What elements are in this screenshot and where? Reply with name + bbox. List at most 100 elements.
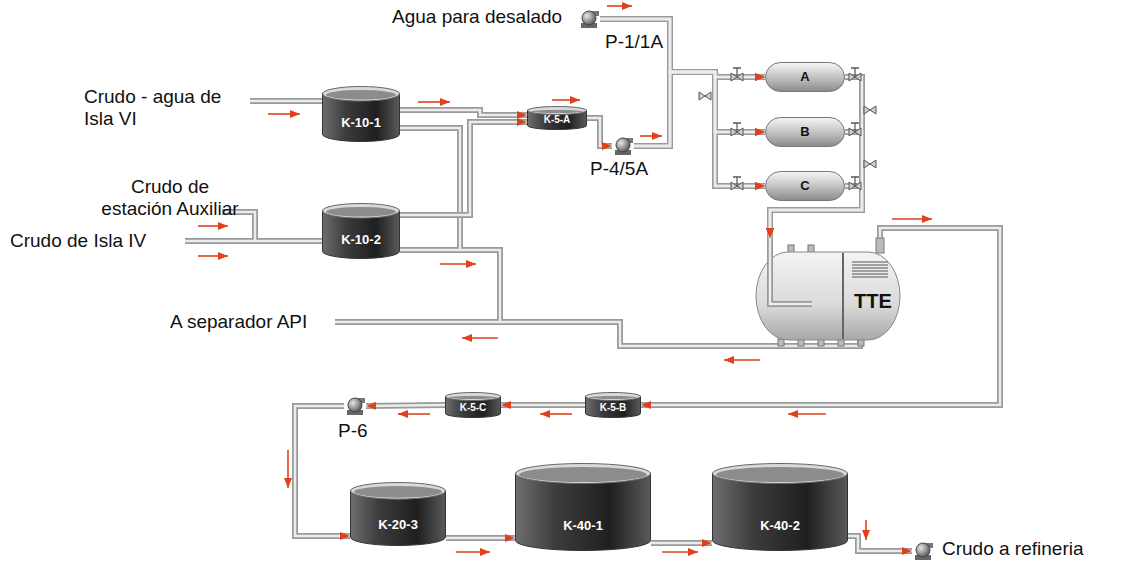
stream-label: A separador API [170, 311, 307, 333]
pump-casing [582, 11, 596, 25]
pipe-inner [634, 72, 765, 146]
pump-casing [348, 398, 362, 412]
flow-arrowhead [770, 77, 862, 238]
flow-arrowhead [600, 19, 765, 132]
flow-arrowhead [366, 405, 445, 406]
flow-arrowhead [600, 19, 765, 77]
tank-roof-inner [589, 396, 637, 399]
equipment-tag: K-10-1 [341, 116, 381, 131]
equipment-tag: C [800, 179, 809, 194]
shape-outline [344, 396, 366, 416]
pump-label: P-1/1A [605, 31, 663, 53]
process-pipe [651, 540, 712, 546]
storage-tank: K-40-1 [515, 463, 651, 551]
storage-tank: K-40-2 [712, 463, 848, 551]
pipe-inner [651, 542, 712, 545]
pipe-outlines [295, 19, 1000, 551]
process-pipe [848, 536, 912, 551]
process-pipe [400, 122, 527, 215]
valve-symbol [731, 123, 743, 136]
valve-symbol [849, 123, 861, 136]
flow-arrowhead [651, 543, 712, 544]
pump-label: Crudo a refineria [942, 538, 1084, 560]
shape-outline [515, 463, 651, 551]
treater-vessel: TTE [748, 238, 908, 352]
shape-outline [912, 541, 934, 561]
vessel-body [766, 118, 845, 147]
process-pipe [366, 405, 445, 406]
treater-drawing [756, 238, 900, 346]
pump: P-1/1A [578, 9, 600, 29]
process-pipe [770, 77, 862, 238]
equipment-tag: K-5-C [460, 402, 487, 414]
tank-roof [586, 393, 641, 401]
pump: Crudo a refineria [912, 541, 934, 561]
tank-roof-inner [326, 207, 396, 217]
flow-heads [295, 19, 1000, 551]
tank-roof [323, 204, 400, 219]
pipe-inner [366, 405, 445, 406]
flow-arrowhead [641, 228, 1000, 405]
pump-label: P-6 [338, 420, 368, 442]
pipe-inners [295, 19, 1000, 551]
process-pipe [641, 228, 1000, 405]
pipe-inner [600, 19, 765, 132]
desalter-vessel: B [765, 117, 845, 147]
shape-outline [578, 9, 600, 29]
flow-arrowhead [848, 536, 912, 551]
process-pipe [600, 19, 765, 132]
tank-roof-inner [326, 90, 396, 100]
process-pipe [501, 402, 585, 408]
tank-roof [446, 393, 501, 401]
flow-arrowhead [501, 405, 585, 406]
storage-tank: K-10-2 [322, 203, 400, 259]
storage-tank: K-5-A [527, 106, 587, 130]
tank-roof-inner [449, 396, 497, 399]
tank-roof-inner [531, 110, 583, 113]
shape-outline [322, 86, 400, 142]
process-pipe [446, 535, 515, 541]
pipe-inner [770, 77, 862, 238]
desalter-vessel: C [765, 171, 845, 201]
equipment-tag: K-5-A [544, 114, 571, 126]
tank-roof [516, 464, 651, 484]
equipment-tag: TTE [845, 290, 901, 313]
tank-roof [351, 483, 446, 500]
tank-roof [528, 107, 587, 115]
vessel-body [766, 172, 845, 201]
equipment-tag: A [800, 70, 809, 85]
equipment-tag: K-20-3 [378, 518, 418, 533]
pump: P-6 [344, 396, 366, 416]
tank-roof-inner [519, 467, 647, 482]
flow-arrows [198, 6, 932, 552]
equipment-tag: K-5-B [600, 402, 627, 414]
flow-arrowhead [587, 118, 612, 146]
pipe-inner [634, 72, 765, 186]
valve-symbol [731, 177, 743, 190]
pipe-inner [400, 110, 527, 115]
pipe-inner [400, 122, 527, 215]
pump-casing [916, 543, 930, 557]
flow-arrowhead [634, 72, 765, 146]
stream-label: Crudo de estación Auxiliar [100, 176, 240, 220]
pipe-inner [446, 537, 515, 540]
process-pipe [400, 110, 527, 115]
valve-symbol [864, 160, 876, 168]
tank-body [713, 473, 848, 551]
pump: P-4/5A [612, 136, 634, 156]
shape-outline [322, 203, 400, 259]
valve-symbol [864, 106, 876, 114]
equipment-tag: K-40-2 [760, 519, 800, 534]
vessel-body [766, 63, 845, 92]
flow-arrowhead [446, 538, 515, 539]
equipment-tag: K-10-2 [341, 233, 381, 248]
pump-casing [616, 138, 630, 152]
storage-tank: K-5-C [445, 392, 501, 418]
equipment-tag: K-40-1 [563, 519, 603, 534]
pump-label: P-4/5A [590, 158, 648, 180]
pipe-inner [501, 404, 585, 407]
shape-outline [612, 136, 634, 156]
equipment-tag: B [800, 125, 809, 140]
